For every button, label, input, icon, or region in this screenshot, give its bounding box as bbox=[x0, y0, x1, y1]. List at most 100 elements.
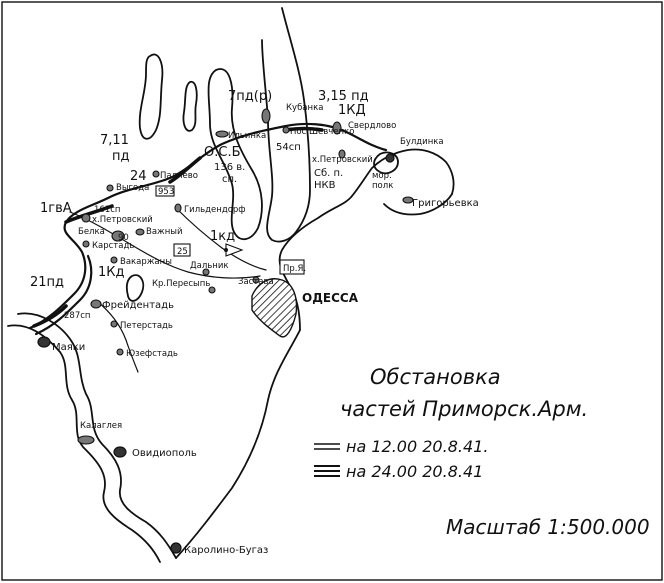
unit-mor-a: мор. bbox=[372, 171, 392, 181]
unit-marker-953 bbox=[155, 185, 175, 197]
ilyinka-settlement bbox=[215, 130, 229, 138]
vyhoda-settlement bbox=[106, 184, 114, 192]
unit-mor-b: полк bbox=[372, 181, 393, 191]
khadzhibey-liman bbox=[207, 68, 263, 241]
dalnik-settlement bbox=[202, 268, 210, 276]
label-karstal: Карстадь bbox=[92, 241, 134, 251]
frydental-settlement bbox=[90, 299, 102, 309]
label-zastava: Застава bbox=[238, 277, 274, 287]
ovidiopol-settlement bbox=[113, 446, 127, 458]
peresyp-settlement bbox=[208, 286, 216, 294]
unit-1kd-top: 1КД bbox=[338, 103, 366, 118]
label-odessa: ОДЕССА bbox=[302, 291, 359, 305]
road-south bbox=[95, 299, 139, 373]
label-kalaglea: Калаглея bbox=[80, 421, 122, 431]
label-ilyinka: Ильинка bbox=[228, 131, 266, 141]
unit-711-a: 7,11 bbox=[100, 133, 129, 148]
label-petersdal: Петерстадь bbox=[120, 321, 173, 331]
gildendorf-settlement bbox=[174, 203, 182, 213]
label-grigorievka: Григорьевка bbox=[412, 198, 479, 209]
karolino-settlement bbox=[170, 542, 182, 554]
unit-24: 24 bbox=[130, 169, 147, 184]
unit-25: 25 bbox=[177, 247, 188, 257]
unit-953: 953 bbox=[158, 187, 174, 197]
kubanka-settlement bbox=[261, 108, 271, 124]
label-ovidiopol: Овидиополь bbox=[132, 448, 197, 459]
map-title-line2: частей Приморск.Арм. bbox=[340, 397, 588, 421]
sukhoy-liman bbox=[125, 274, 145, 302]
label-peresyp: Кр.Пересыпь bbox=[152, 279, 210, 289]
dniester-estuary-west bbox=[7, 324, 161, 563]
unit-marker-pya bbox=[279, 259, 305, 275]
unit-90: 90 bbox=[118, 233, 129, 243]
dniester-estuary-east bbox=[17, 312, 177, 559]
map-title-line1: Обстановка bbox=[370, 365, 501, 389]
unit-1kd-mid: 1кд bbox=[210, 229, 235, 244]
unit-nkv-a: Сб. п. bbox=[314, 168, 343, 179]
black-sea-coast-south bbox=[175, 329, 301, 559]
karstal-settlement bbox=[82, 240, 90, 248]
unit-287: 287сп bbox=[64, 311, 90, 321]
grigorievka-settlement bbox=[402, 196, 414, 204]
zastava-settlement bbox=[252, 276, 260, 284]
mayaki-settlement bbox=[37, 336, 51, 348]
front-line-1200 bbox=[28, 122, 388, 330]
petersdal-settlement bbox=[110, 320, 118, 328]
tiligul-liman-top bbox=[182, 80, 198, 132]
black-sea-coast-east bbox=[351, 148, 455, 197]
label-sverdlovo: Свердлово bbox=[348, 121, 396, 131]
label-belka: Белка bbox=[78, 227, 105, 237]
unit-7pd: 7пд(р) bbox=[228, 89, 272, 104]
petrovsky-l-settlement bbox=[81, 213, 91, 223]
road-center bbox=[175, 207, 267, 271]
label-vakarzhany: Вакаржаны bbox=[120, 257, 172, 267]
belka-settlement bbox=[111, 230, 125, 242]
front-line-2400 bbox=[32, 126, 324, 328]
vazhny-settlement bbox=[135, 228, 145, 236]
unit-osb: О.С.Б bbox=[204, 145, 241, 160]
yuzefstal-settlement bbox=[116, 348, 124, 356]
label-palievo: Палиево bbox=[160, 171, 198, 181]
adzhalyk-bay bbox=[373, 151, 399, 175]
front-line-1200-inner bbox=[34, 254, 93, 336]
label-shevchenko: Пос.Шевченко bbox=[290, 127, 354, 137]
label-vazhny: Важный bbox=[146, 227, 183, 237]
unit-1kd-left: 1Кд bbox=[98, 265, 125, 280]
label-yuzefstal: Юзефстадь bbox=[126, 349, 178, 359]
bridgehead-dot bbox=[224, 248, 228, 252]
grigorievka-coast bbox=[383, 193, 453, 216]
unit-315pd: 3,15 пд bbox=[318, 89, 369, 104]
odessa-city bbox=[251, 278, 298, 338]
label-bulyanka: Булдинка bbox=[400, 137, 444, 147]
label-dalnik: Дальник bbox=[190, 261, 229, 271]
kalaglea-settlement bbox=[77, 435, 95, 445]
shevchenko-settlement bbox=[282, 126, 290, 134]
label-gildendorf: Гильдендорф bbox=[184, 205, 246, 215]
map-scale: Масштаб 1:500.000 bbox=[446, 515, 650, 539]
label-kubanka: Кубанка bbox=[286, 103, 323, 113]
label-petrovsky-l: х.Петровский bbox=[92, 215, 153, 225]
sverdlovo-settlement bbox=[332, 121, 342, 135]
palievo-settlement bbox=[152, 170, 160, 178]
legend-label-1200: на 12.00 20.8.41. bbox=[346, 437, 488, 456]
flag-1kd bbox=[225, 243, 244, 257]
legend-label-2400: на 24.00 20.8.41 bbox=[346, 462, 483, 481]
label-petrovsky-r: х.Петровский bbox=[312, 155, 373, 165]
unit-161: 161сп bbox=[94, 205, 120, 215]
label-karolino: Каролино-Бугаз bbox=[184, 545, 268, 556]
label-frydental: Фрейдентадь bbox=[102, 300, 174, 311]
unit-pya: Пр.Я. bbox=[283, 264, 306, 274]
unit-1gva: 1гвА bbox=[40, 201, 72, 216]
unit-nkv-b: НКВ bbox=[314, 180, 336, 191]
unit-21pd: 21пд bbox=[30, 275, 64, 290]
unit-136-b: сп. bbox=[222, 174, 237, 185]
bulyanka-settlement bbox=[385, 153, 395, 163]
unit-54: 54сп bbox=[276, 142, 301, 153]
label-mayaki: Маяки bbox=[52, 342, 85, 353]
petrovsky-r-settlement bbox=[338, 149, 346, 159]
unit-marker-25 bbox=[173, 243, 191, 257]
kuyalnik-liman bbox=[261, 7, 311, 243]
unit-711-b: пд bbox=[112, 149, 130, 164]
